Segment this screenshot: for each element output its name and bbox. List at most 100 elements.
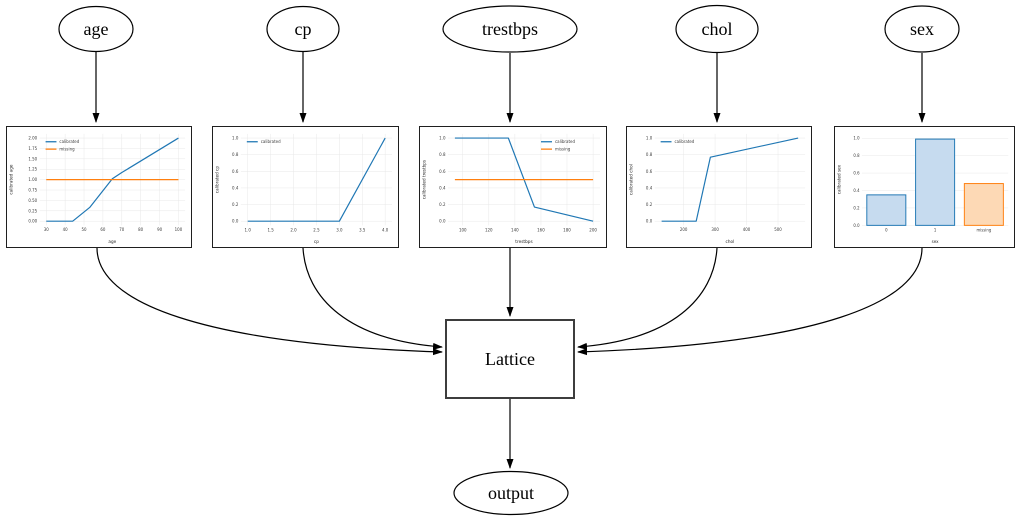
calibrator-plot-chol: 200 300 400 500 0.0 0.2 0.4 0.6 0.8 1.0 calibrated… [626, 126, 812, 248]
svg-text:0.4: 0.4 [232, 185, 239, 190]
svg-text:missing: missing [555, 147, 571, 152]
svg-text:3.5: 3.5 [359, 227, 366, 232]
node-age-label: age [84, 19, 109, 39]
svg-text:calibrated age: calibrated age [8, 164, 13, 194]
svg-text:300: 300 [711, 227, 719, 232]
svg-text:140: 140 [511, 227, 519, 232]
svg-text:calibrated sex: calibrated sex [836, 164, 841, 194]
svg-text:100: 100 [459, 227, 467, 232]
svg-text:0.6: 0.6 [232, 169, 239, 174]
svg-text:0.2: 0.2 [232, 202, 239, 207]
svg-text:0.8: 0.8 [232, 152, 239, 157]
calibration-chart-chol: 200 300 400 500 0.0 0.2 0.4 0.6 0.8 1.0 calibrated… [628, 133, 806, 244]
svg-text:80: 80 [138, 227, 144, 232]
node-output-label: output [488, 483, 534, 503]
calibrator-plot-cp: 1.0 1.5 2.0 2.5 3.0 3.5 4.0 0.0 0.2 0.4 0.6 0.8 1.0 c… [212, 126, 399, 248]
svg-text:1.75: 1.75 [28, 146, 37, 151]
svg-text:trestbps: trestbps [515, 239, 532, 244]
svg-text:0.6: 0.6 [439, 169, 446, 174]
svg-text:calibrated: calibrated [674, 139, 694, 144]
svg-text:0.00: 0.00 [28, 219, 37, 224]
svg-text:180: 180 [563, 227, 571, 232]
svg-text:sex: sex [932, 239, 940, 244]
svg-text:30: 30 [44, 227, 50, 232]
node-cp: cp [266, 5, 340, 53]
svg-text:4.0: 4.0 [382, 227, 389, 232]
node-lattice-label: Lattice [485, 349, 535, 369]
edge-calibrator-age-to-lattice [96, 247, 443, 356]
svg-text:cp: cp [314, 239, 319, 244]
node-trestbps-label: trestbps [482, 19, 538, 39]
svg-text:chol: chol [726, 239, 735, 244]
svg-text:0.4: 0.4 [853, 188, 860, 193]
svg-text:40: 40 [63, 227, 69, 232]
svg-text:3.0: 3.0 [336, 227, 343, 232]
svg-text:0.4: 0.4 [646, 185, 653, 190]
svg-text:60: 60 [100, 227, 106, 232]
node-age: age [58, 5, 134, 53]
svg-text:0.8: 0.8 [646, 152, 653, 157]
svg-text:400: 400 [743, 227, 751, 232]
svg-text:200: 200 [589, 227, 597, 232]
svg-text:calibrated: calibrated [261, 139, 281, 144]
svg-text:1.0: 1.0 [232, 136, 239, 141]
svg-text:calibrated cp: calibrated cp [214, 166, 219, 193]
node-trestbps: trestbps [442, 5, 578, 53]
svg-text:120: 120 [485, 227, 493, 232]
svg-text:0.50: 0.50 [28, 198, 37, 203]
node-cp-label: cp [295, 19, 312, 39]
node-chol: chol [675, 4, 759, 54]
svg-text:1.00: 1.00 [28, 177, 37, 182]
svg-text:missing: missing [976, 227, 991, 232]
svg-text:70: 70 [119, 227, 125, 232]
svg-text:0.25: 0.25 [28, 208, 37, 213]
node-sex: sex [884, 5, 960, 53]
svg-text:1.50: 1.50 [28, 156, 37, 161]
svg-text:calibrated: calibrated [555, 139, 575, 144]
svg-text:0: 0 [885, 227, 888, 232]
svg-text:0.8: 0.8 [439, 152, 446, 157]
svg-text:160: 160 [537, 227, 545, 232]
svg-text:missing: missing [59, 147, 75, 152]
svg-text:1.5: 1.5 [267, 227, 274, 232]
svg-text:200: 200 [680, 227, 688, 232]
edge-calibrator-chol-to-lattice [577, 247, 718, 350]
edge-calibrator-sex-to-lattice [577, 247, 923, 356]
svg-text:1.0: 1.0 [245, 227, 252, 232]
svg-text:calibrated chol: calibrated chol [628, 164, 633, 195]
svg-text:0.2: 0.2 [646, 202, 653, 207]
edge-calibrator-cp-to-lattice [302, 247, 443, 350]
svg-text:0.75: 0.75 [28, 187, 37, 192]
svg-text:500: 500 [774, 227, 782, 232]
svg-text:calibrated trestbps: calibrated trestbps [421, 160, 426, 199]
svg-text:0.2: 0.2 [853, 205, 860, 210]
svg-text:1.0: 1.0 [439, 136, 446, 141]
node-lattice: Lattice [445, 319, 575, 399]
svg-text:calibrated: calibrated [59, 139, 79, 144]
svg-text:0.2: 0.2 [439, 202, 446, 207]
svg-text:0.6: 0.6 [853, 171, 860, 176]
svg-text:1.0: 1.0 [646, 136, 653, 141]
svg-text:age: age [108, 239, 116, 244]
node-output: output [453, 470, 569, 516]
node-chol-label: chol [702, 19, 733, 39]
svg-text:1.0: 1.0 [853, 136, 860, 141]
svg-text:2.00: 2.00 [28, 136, 37, 141]
svg-text:0.0: 0.0 [853, 223, 860, 228]
svg-text:2.0: 2.0 [290, 227, 297, 232]
svg-text:0.4: 0.4 [439, 185, 446, 190]
svg-text:0.0: 0.0 [232, 219, 239, 224]
svg-text:0.0: 0.0 [646, 219, 653, 224]
svg-text:0.6: 0.6 [646, 169, 653, 174]
svg-text:2.5: 2.5 [313, 227, 320, 232]
svg-text:90: 90 [157, 227, 163, 232]
calibration-chart-cp: 1.0 1.5 2.0 2.5 3.0 3.5 4.0 0.0 0.2 0.4 0.6 0.8 1.0 c… [214, 133, 393, 244]
svg-text:100: 100 [175, 227, 183, 232]
